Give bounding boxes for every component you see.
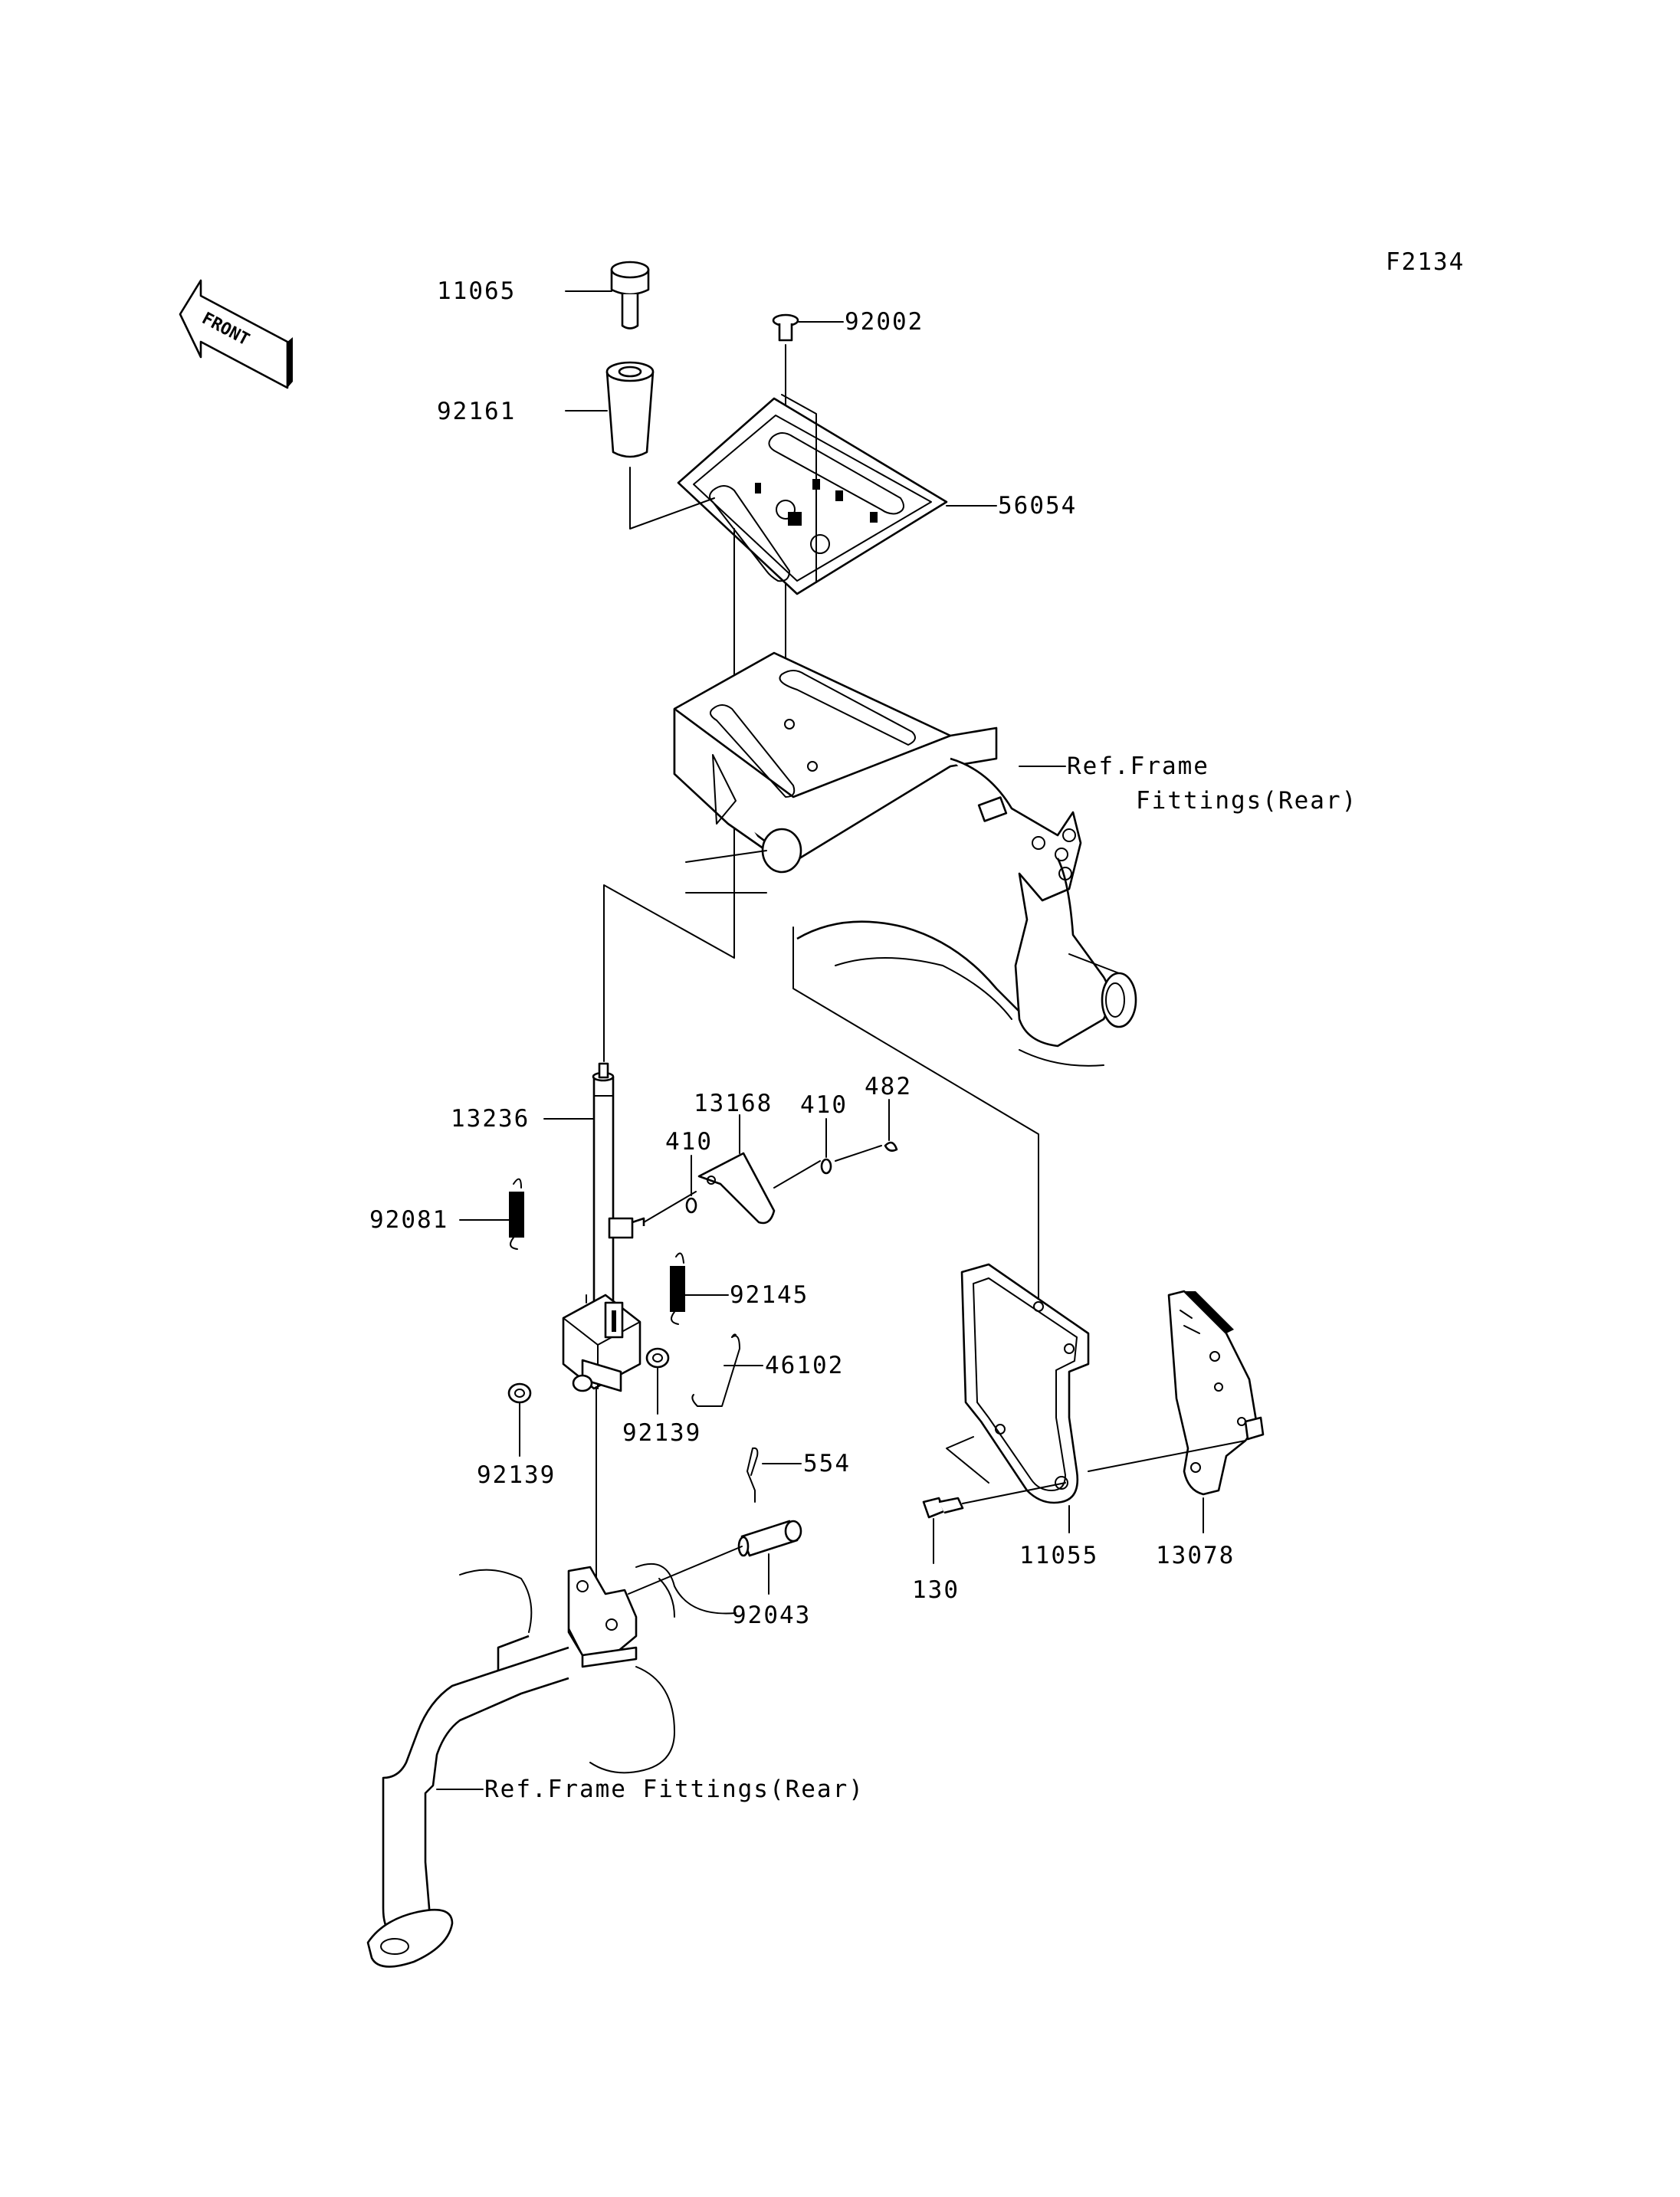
bushing-92139-b — [645, 1347, 670, 1369]
rod-46102 — [691, 1333, 740, 1407]
label-410-b: 410 — [800, 1091, 848, 1119]
label-92139-a: 92139 — [477, 1461, 556, 1489]
label-410-a: 410 — [665, 1128, 713, 1156]
bushing-92139-a — [507, 1382, 532, 1404]
alignment-line-corner — [781, 394, 817, 583]
label-46102: 46102 — [765, 1352, 844, 1379]
label-92145: 92145 — [730, 1281, 809, 1309]
label-482: 482 — [865, 1073, 912, 1100]
label-13236: 13236 — [451, 1105, 530, 1133]
label-ref-frame-2: Ref.Frame Fittings(Rear) — [484, 1776, 865, 1803]
pin-92043 — [737, 1520, 802, 1557]
link-13168 — [697, 1152, 776, 1225]
spring-92145 — [670, 1252, 685, 1325]
label-56054: 56054 — [998, 492, 1077, 520]
brake-pedal-frame — [366, 1386, 737, 1968]
shift-plate-56054 — [677, 397, 948, 595]
label-11055: 11055 — [1019, 1542, 1098, 1569]
pin-axis-line — [628, 1546, 743, 1595]
sector-axis — [1088, 1440, 1246, 1472]
spring-92081 — [509, 1178, 524, 1250]
clip-554 — [746, 1447, 759, 1503]
pivot-block — [562, 1294, 641, 1392]
alignment-line-to-11055 — [792, 926, 1039, 1303]
label-92081: 92081 — [369, 1206, 448, 1234]
screw-92002 — [772, 313, 799, 342]
sector-13078 — [1167, 1290, 1265, 1496]
shaft-13236 — [592, 1062, 615, 1312]
alignment-line-shaft-to-bracket — [603, 884, 735, 1062]
label-ref-frame-1-line1: Ref.Frame — [1067, 753, 1209, 780]
label-ref-frame-1-line2: Fittings(Rear) — [1136, 787, 1357, 815]
alignment-line-grip — [629, 467, 715, 530]
bolt-axis — [962, 1482, 1066, 1504]
knob-cap-11065 — [610, 261, 650, 330]
label-130: 130 — [912, 1576, 960, 1604]
label-92161: 92161 — [437, 398, 516, 425]
frame-bracket-upper — [673, 651, 1137, 1067]
label-92139-b: 92139 — [622, 1419, 701, 1447]
figure-code: F2134 — [1386, 248, 1465, 276]
grip-92161 — [605, 361, 655, 458]
pin-and-washers — [608, 1141, 898, 1239]
front-arrow-icon: FRONT — [179, 279, 293, 389]
label-13168: 13168 — [694, 1090, 773, 1117]
label-13078: 13078 — [1156, 1542, 1235, 1569]
label-554: 554 — [803, 1450, 851, 1477]
label-11065: 11065 — [437, 277, 516, 305]
bolt-130 — [922, 1497, 964, 1519]
plate-11055 — [946, 1263, 1090, 1504]
label-92002: 92002 — [845, 308, 924, 336]
bushing-left — [572, 1374, 593, 1392]
label-92043: 92043 — [732, 1602, 811, 1629]
